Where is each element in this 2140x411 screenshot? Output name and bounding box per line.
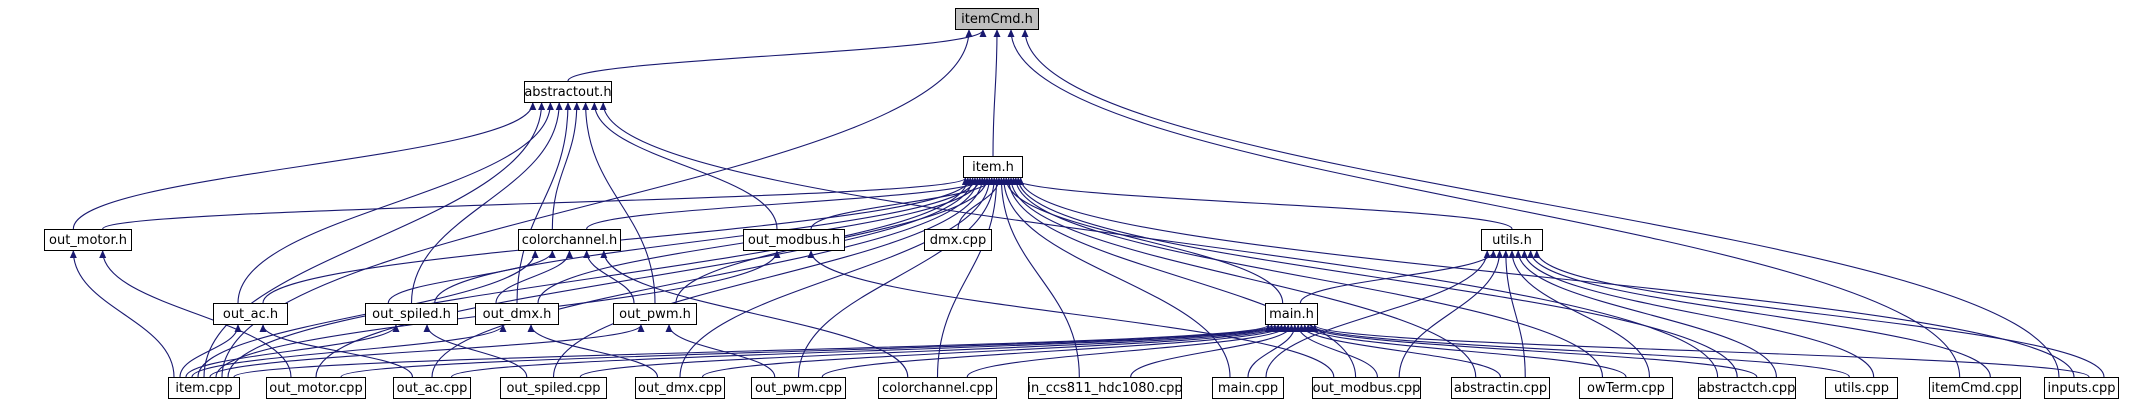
edge-colorchannel_h-to-abstractout_h <box>551 102 581 230</box>
node-out_ac_cpp[interactable]: out_ac.cpp <box>393 377 471 399</box>
edge-out_spiled_h-to-colorchannel_h <box>387 250 556 304</box>
edge-out_pwm_cpp-to-main_h <box>821 324 1289 378</box>
node-utils_h[interactable]: utils.h <box>1481 229 1543 251</box>
edge-inputs_cpp-to-item_h <box>1017 177 2075 378</box>
node-out_modbus_cpp[interactable]: out_modbus.cpp <box>1312 377 1421 399</box>
edge-out_motor_h-to-abstractout_h <box>72 102 537 230</box>
edge-inputs_cpp-to-itemCmd_h <box>1021 29 2060 378</box>
edge-abstractch_cpp-to-utils_h <box>1514 250 1777 378</box>
edge-main_cpp-to-utils_h <box>1265 250 1491 378</box>
edge-out_pwm_cpp-to-out_pwm_h <box>665 324 776 378</box>
edge-out_spiled_cpp-to-out_spiled_h <box>423 324 528 378</box>
edge-item_cpp-to-abstractout_h <box>203 102 546 378</box>
node-out_spiled_h[interactable]: out_spiled.h <box>365 303 458 325</box>
node-colorchannel_cpp[interactable]: colorchannel.cpp <box>878 377 997 399</box>
edge-out_modbus_cpp-to-out_modbus_h <box>807 250 1335 378</box>
node-out_dmx_h[interactable]: out_dmx.h <box>475 303 559 325</box>
node-abstractch_cpp[interactable]: abstractch.cpp <box>1698 377 1796 399</box>
edge-colorchannel_cpp-to-main_h <box>966 324 1292 378</box>
node-item_cpp[interactable]: item.cpp <box>168 377 240 399</box>
edge-out_ac_cpp-to-main_h <box>450 324 1279 378</box>
node-inputs_cpp[interactable]: inputs.cpp <box>2044 377 2119 399</box>
edge-item_cpp-to-out_ac_h <box>179 324 242 378</box>
edge-out_spiled_cpp-to-item_h <box>552 177 986 378</box>
edge-abstractch_cpp-to-main_h <box>1304 324 1758 378</box>
edge-abstractin_cpp-to-item_h <box>1007 177 1477 378</box>
node-main_cpp[interactable]: main.cpp <box>1212 377 1284 399</box>
edge-inputs_cpp-to-main_h <box>1311 324 2090 378</box>
edge-out_ac_h-to-abstractout_h <box>237 102 554 304</box>
edge-out_ac_cpp-to-item_h <box>431 177 981 378</box>
edge-out_pwm_h-to-colorchannel_h <box>583 250 635 304</box>
edge-out_dmx_cpp-to-main_h <box>701 324 1285 378</box>
edge-main_h-to-utils_h <box>1299 250 1497 304</box>
edge-out_dmx_cpp-to-out_dmx_h <box>527 324 659 378</box>
edge-item_cpp-to-main_h <box>233 324 1272 378</box>
edge-inputs_cpp-to-utils_h <box>1533 250 2105 378</box>
edge-out_motor_cpp-to-item_h <box>315 177 977 378</box>
edge-in_ccs811_hdc1080_cpp-to-main_h <box>1130 324 1295 378</box>
edge-out_spiled_cpp-to-main_h <box>579 324 1282 378</box>
edge-out_pwm_cpp-to-item_h <box>797 177 998 378</box>
edge-out_modbus_cpp-to-utils_h <box>1398 250 1504 378</box>
edge-utils_cpp-to-main_h <box>1308 324 1850 378</box>
edge-out_modbus_cpp-to-main_h <box>1294 324 1378 378</box>
edge-out_modbus_h-to-item_h <box>810 177 996 230</box>
node-abstractin_cpp[interactable]: abstractin.cpp <box>1451 377 1550 399</box>
edge-out_motor_h-to-item_h <box>102 177 969 230</box>
node-main_h[interactable]: main.h <box>1265 303 1318 325</box>
node-abstractout_h[interactable]: abstractout.h <box>524 81 612 103</box>
edge-utils_h-to-item_h <box>1010 177 1513 230</box>
node-out_ac_h[interactable]: out_ac.h <box>213 303 288 325</box>
edge-item_h-to-itemCmd_h <box>992 29 1001 157</box>
edge-out_spiled_h-to-item_h <box>434 177 979 304</box>
edge-out_spiled_h-to-abstractout_h <box>410 102 563 304</box>
edge-colorchannel_h-to-item_h <box>586 177 988 230</box>
edge-itemCmd_cpp-to-itemCmd_h <box>1007 29 1961 378</box>
edge-owTerm_cpp-to-utils_h <box>1508 250 1651 378</box>
node-out_pwm_cpp[interactable]: out_pwm.cpp <box>751 377 846 399</box>
node-dmx_cpp[interactable]: dmx.cpp <box>924 229 992 251</box>
edge-out_pwm_h-to-abstractout_h <box>582 102 656 304</box>
edge-main_cpp-to-main_h <box>1247 324 1299 378</box>
edge-item_cpp-to-item_h <box>227 177 972 378</box>
edge-owTerm_cpp-to-item_h <box>1012 177 1604 378</box>
node-out_dmx_cpp[interactable]: out_dmx.cpp <box>635 377 725 399</box>
edge-out_modbus_h-to-abstractout_h <box>590 102 778 230</box>
edge-abstractout_h-to-itemCmd_h <box>567 29 987 82</box>
edge-utils_cpp-to-utils_h <box>1520 250 1875 378</box>
node-utils_cpp[interactable]: utils.cpp <box>1825 377 1898 399</box>
node-out_modbus_h[interactable]: out_modbus.h <box>743 229 845 251</box>
edge-owTerm_cpp-to-main_h <box>1301 324 1627 378</box>
node-out_motor_h[interactable]: out_motor.h <box>44 229 132 251</box>
edge-main_cpp-to-item_h <box>1000 177 1231 378</box>
node-out_pwm_h[interactable]: out_pwm.h <box>613 303 697 325</box>
edge-in_ccs811_hdc1080_cpp-to-item_h <box>997 177 1080 378</box>
edge-abstractin_cpp-to-main_h <box>1297 324 1502 378</box>
node-out_spiled_cpp[interactable]: out_spiled.cpp <box>500 377 607 399</box>
edge-item_cpp-to-out_motor_h <box>69 250 175 378</box>
node-owTerm_cpp[interactable]: owTerm.cpp <box>1579 377 1673 399</box>
edge-out_modbus_cpp-to-item_h <box>1005 177 1357 378</box>
node-colorchannel_h[interactable]: colorchannel.h <box>518 229 621 251</box>
edge-out_motor_cpp-to-main_h <box>340 324 1275 378</box>
edge-itemCmd_cpp-to-utils_h <box>1527 250 1991 378</box>
edge-abstractin_cpp-to-utils_h <box>1502 250 1526 378</box>
node-out_motor_cpp[interactable]: out_motor.cpp <box>266 377 366 399</box>
edge-item_cpp-to-out_spiled_h <box>185 324 400 378</box>
node-itemCmd_cpp[interactable]: itemCmd.cpp <box>1929 377 2021 399</box>
node-in_ccs811_hdc1080_cpp[interactable]: in_ccs811_hdc1080.cpp <box>1028 377 1182 399</box>
node-item_h[interactable]: item.h <box>963 156 1023 178</box>
edge-item_cpp-to-out_dmx_h <box>191 324 507 378</box>
edge-colorchannel_cpp-to-colorchannel_h <box>600 250 909 378</box>
node-itemCmd_h[interactable]: itemCmd.h <box>955 8 1039 30</box>
edge-out_dmx_h-to-colorchannel_h <box>495 250 573 304</box>
edge-dmx_cpp-to-item_h <box>957 177 1003 230</box>
edge-out_ac_cpp-to-out_ac_h <box>259 324 414 378</box>
edge-item_cpp-to-out_pwm_h <box>209 324 645 378</box>
edge-abstractch_cpp-to-item_h <box>1014 177 1738 378</box>
